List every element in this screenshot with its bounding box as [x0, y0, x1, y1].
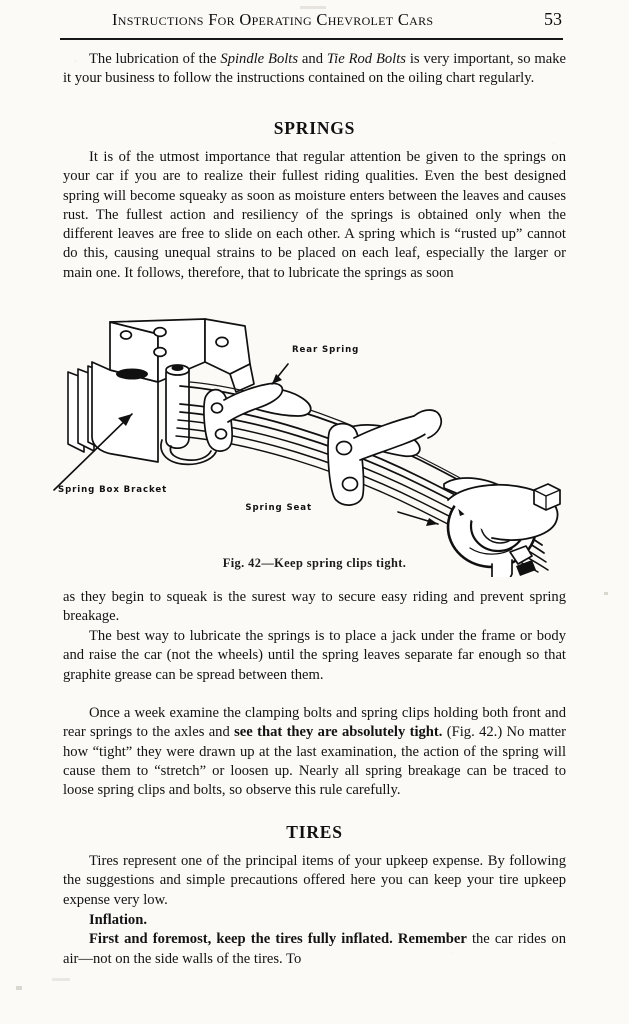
intro-text-pre: The lubrication of the	[89, 51, 221, 67]
bracket-shackle-loop	[160, 439, 217, 466]
springs-paragraph-1: It is of the utmost importance that regu…	[63, 149, 566, 281]
springs-p4-bold-emphasis: see that they are absolutely tight.	[234, 724, 443, 741]
running-head: Instructions for Operating Chevrolet Car…	[60, 9, 605, 40]
bracket-slot	[116, 368, 148, 380]
springs-paragraph-2: as they begin to squeak is the surest wa…	[63, 589, 566, 625]
bracket-bolt-hole	[119, 330, 133, 340]
scan-speck	[604, 592, 608, 595]
spring-clip-u-bolt-1	[327, 409, 443, 506]
spring-clip-u-bolt-2	[203, 382, 284, 452]
figure-caption: Fig. 42—Keep spring clips tight.	[222, 556, 407, 570]
section-heading-tires: TIRES	[286, 822, 343, 842]
springs-paragraph-2-block: as they begin to squeak is the surest wa…	[63, 588, 566, 627]
scan-speck	[16, 986, 22, 990]
spring-seat-axle-housing	[446, 483, 561, 577]
header-rule	[60, 38, 563, 40]
scan-speck	[52, 978, 70, 981]
spring-seat-bolt	[491, 559, 513, 577]
bracket-bolt-hole	[215, 336, 229, 348]
inflation-rest: the car rides on air—not on the side wal…	[63, 931, 566, 967]
inflation-paragraph: First and foremost, keep the tires fully…	[63, 930, 566, 969]
subheading-inflation: Inflation.	[89, 912, 147, 928]
springs-p4-post: (Fig. 42.) No matter how “tight” they we…	[63, 724, 566, 799]
springs-paragraph-3: The best way to lubricate the springs is…	[63, 628, 566, 683]
springs-paragraph-3-block: The best way to lubricate the springs is…	[63, 627, 566, 685]
bracket-bolt-hole	[153, 326, 167, 338]
tires-paragraph-1: Tires represent one of the principal ite…	[63, 853, 566, 908]
figure-label-rear-spring: Rear Spring	[292, 345, 359, 355]
leader-spring-seat	[397, 511, 439, 526]
figure-label-spring-box-bracket: Spring Box Bracket	[58, 485, 167, 495]
running-head-title: Instructions for Operating Chevrolet Car…	[112, 10, 434, 29]
figure-label-spring-seat: Spring Seat	[245, 503, 312, 513]
inflation-block: Inflation. First and foremost, keep the …	[63, 911, 566, 969]
springs-paragraph-4: Once a week examine the clamping bolts a…	[63, 704, 566, 800]
intro-paragraph: The lubrication of the Spindle Bolts and…	[63, 50, 566, 89]
page-number: 53	[544, 9, 562, 29]
scan-speck	[300, 6, 326, 9]
bracket-bolt-hole	[153, 346, 167, 358]
springs-paragraph-4-block: Once a week examine the clamping bolts a…	[63, 704, 566, 800]
intro-text-mid: and	[298, 51, 327, 67]
leader-rear-spring	[271, 363, 289, 385]
leader-spring-box-bracket	[53, 413, 133, 491]
intro-italic-spindle-bolts: Spindle Bolts	[220, 51, 299, 67]
intro-paragraph-block: The lubrication of the Spindle Bolts and…	[63, 50, 566, 89]
tires-paragraph-1-block: Tires represent one of the principal ite…	[63, 852, 566, 910]
intro-text-post: is very important, so make it your busin…	[63, 51, 566, 87]
spring-assembly-illustration: Rear Spring Spring Box Bracket Spring Se…	[53, 318, 561, 577]
intro-italic-tie-rod-bolts: Tie Rod Bolts	[326, 51, 406, 67]
spring-seat-nut	[533, 483, 561, 511]
section-heading-springs: SPRINGS	[273, 118, 356, 138]
springs-p4-pre: Once a week examine the clamping bolts a…	[63, 705, 566, 741]
springs-paragraph-1-block: It is of the utmost importance that regu…	[63, 148, 566, 283]
figure-42: Rear Spring Spring Box Bracket Spring Se…	[40, 312, 600, 577]
inflation-bold-lead: First and foremost, keep the tires fully…	[89, 931, 467, 948]
